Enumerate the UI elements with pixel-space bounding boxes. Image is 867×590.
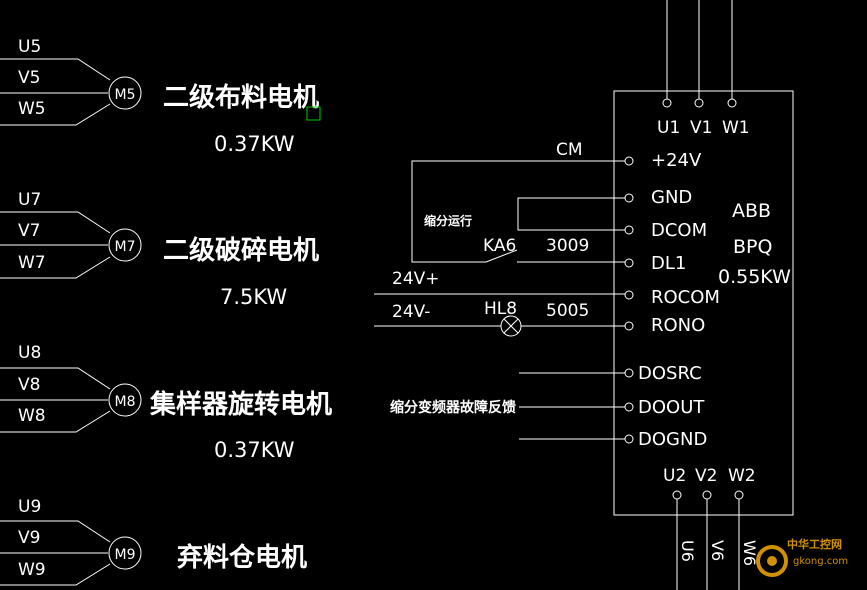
motor-terminal-label: U9 [18, 497, 41, 517]
control-wiring: CM 缩分运行 KA6 3009 24V+ 24V- HL8 5005 缩分变频… [374, 140, 625, 440]
vfd-terminal-label: DCOM [651, 220, 707, 241]
terminal-dot [624, 434, 634, 444]
motor-terminal-label: W7 [18, 253, 46, 273]
output-wire-label: U6 [678, 540, 697, 562]
motor-terminal-label: W8 [18, 406, 46, 426]
vfd-model: BPQ [733, 236, 772, 258]
motor-wire [0, 256, 111, 279]
vfd-top-terminal: W1 [722, 118, 750, 138]
terminal-dot [734, 490, 744, 500]
motor-terminal-label: V8 [18, 375, 40, 395]
vfd-terminal-label: DOOUT [638, 397, 705, 418]
motor-power: 0.37KW [214, 132, 295, 156]
motor-group-m8: U8 V8 W8 M8 集样器旋转电机 0.37KW [0, 343, 332, 462]
motor-terminal-label: W5 [18, 99, 46, 119]
terminal-dot [672, 490, 682, 500]
gnd-dcom-bridge [517, 197, 625, 231]
motor-symbol [108, 76, 142, 110]
lamp-cross [503, 318, 519, 334]
cm-label: CM [556, 140, 583, 160]
hl8-label: HL8 [484, 299, 517, 319]
motor-wire [0, 58, 111, 81]
motor-symbol [108, 228, 142, 262]
motor-wire [0, 103, 111, 126]
vfd-terminal-label: RONO [651, 315, 705, 336]
vfd-terminal-label: ROCOM [651, 287, 720, 308]
terminal-dot [727, 98, 737, 108]
vfd-bottom-terminal: W2 [728, 466, 756, 486]
gear-hub [767, 556, 777, 566]
motor-group-m5: U5 V5 W5 M5 二级布料电机 0.37KW [0, 37, 319, 156]
v24-minus-label: 24V- [392, 302, 430, 322]
motor-wire [0, 211, 111, 234]
motor-name: 弃料仓电机 [177, 542, 307, 573]
vfd-bottom-terminal: U2 [663, 466, 686, 486]
terminal-dot [624, 402, 634, 412]
motor-wire [0, 520, 111, 543]
motor-symbol [108, 383, 142, 417]
motor-terminal-label: W9 [18, 560, 46, 580]
motor-terminal-label: V5 [18, 68, 40, 88]
terminal-dot [624, 225, 634, 235]
vfd-top-terminal: U1 [657, 118, 680, 138]
motor-id: M7 [115, 239, 136, 255]
hl8-wire-number: 5005 [546, 301, 589, 321]
watermark-url: gkong.com [793, 556, 848, 567]
motor-id: M8 [115, 394, 136, 410]
watermark: 中华工控网 gkong.com [756, 537, 848, 577]
motor-terminal-label: U5 [18, 37, 41, 57]
terminal-dot [624, 368, 634, 378]
motor-id: M5 [115, 87, 136, 103]
motor-power: 7.5KW [220, 285, 287, 309]
ka6-label: KA6 [483, 236, 516, 256]
vfd-terminal-label: +24V [651, 150, 702, 171]
motor-wire [0, 563, 111, 586]
motor-name: 集样器旋转电机 [149, 389, 332, 420]
terminal-dot [694, 98, 704, 108]
gear-icon [756, 545, 788, 577]
vfd-brand: ABB [732, 200, 771, 222]
motor-wire [0, 367, 111, 390]
watermark-text: 中华工控网 [787, 537, 842, 551]
vfd-power: 0.55KW [718, 266, 791, 288]
vfd-bottom-terminal: V2 [695, 466, 717, 486]
terminal-dot [624, 156, 634, 166]
motor-terminal-label: V9 [18, 528, 40, 548]
ka6-wire-number: 3009 [546, 236, 589, 256]
motor-terminal-label: U8 [18, 343, 41, 363]
vfd-terminal-label: GND [651, 187, 692, 208]
motor-terminal-label: V7 [18, 221, 40, 241]
vfd-terminal-label: DL1 [651, 253, 686, 274]
motor-group-m7: U7 V7 W7 M7 二级破碎电机 7.5KW [0, 190, 319, 309]
vfd-top-terminal: V1 [690, 118, 712, 138]
output-wire-label: V6 [708, 540, 727, 561]
vfd-unit: U1 V1 W1 ABB BPQ 0.55KW +24V GND DCOM DL… [613, 0, 794, 590]
motor-wire [0, 410, 111, 433]
ka6-contact [485, 249, 518, 263]
v24-plus-label: 24V+ [392, 269, 440, 289]
motor-name: 二级破碎电机 [163, 235, 319, 266]
fault-feedback-label: 缩分变频器故障反馈 [390, 399, 516, 416]
motor-name: 二级布料电机 [163, 82, 319, 113]
terminal-dot [662, 98, 672, 108]
motor-power: 0.37KW [214, 438, 295, 462]
vfd-left-terminals: +24V GND DCOM DL1 ROCOM RONO DOSRC DOOUT… [624, 150, 720, 450]
terminal-dot [624, 193, 634, 203]
vfd-terminal-label: DOGND [638, 429, 707, 450]
motor-group-m9: U9 V9 W9 M9 弃料仓电机 [0, 497, 307, 586]
cm-wire [411, 160, 625, 263]
vfd-box [613, 90, 794, 516]
shrink-run-label: 缩分运行 [424, 213, 472, 228]
output-wire-label: W6 [740, 540, 759, 566]
motor-symbol [108, 536, 142, 570]
terminal-dot [702, 490, 712, 500]
motor-id: M9 [115, 547, 136, 563]
vfd-terminal-label: DOSRC [638, 363, 702, 384]
motor-terminal-label: U7 [18, 190, 41, 210]
terminal-dot [624, 290, 634, 300]
terminal-dot [624, 321, 634, 331]
terminal-dot [624, 258, 634, 268]
cad-cursor-marker [306, 106, 321, 121]
